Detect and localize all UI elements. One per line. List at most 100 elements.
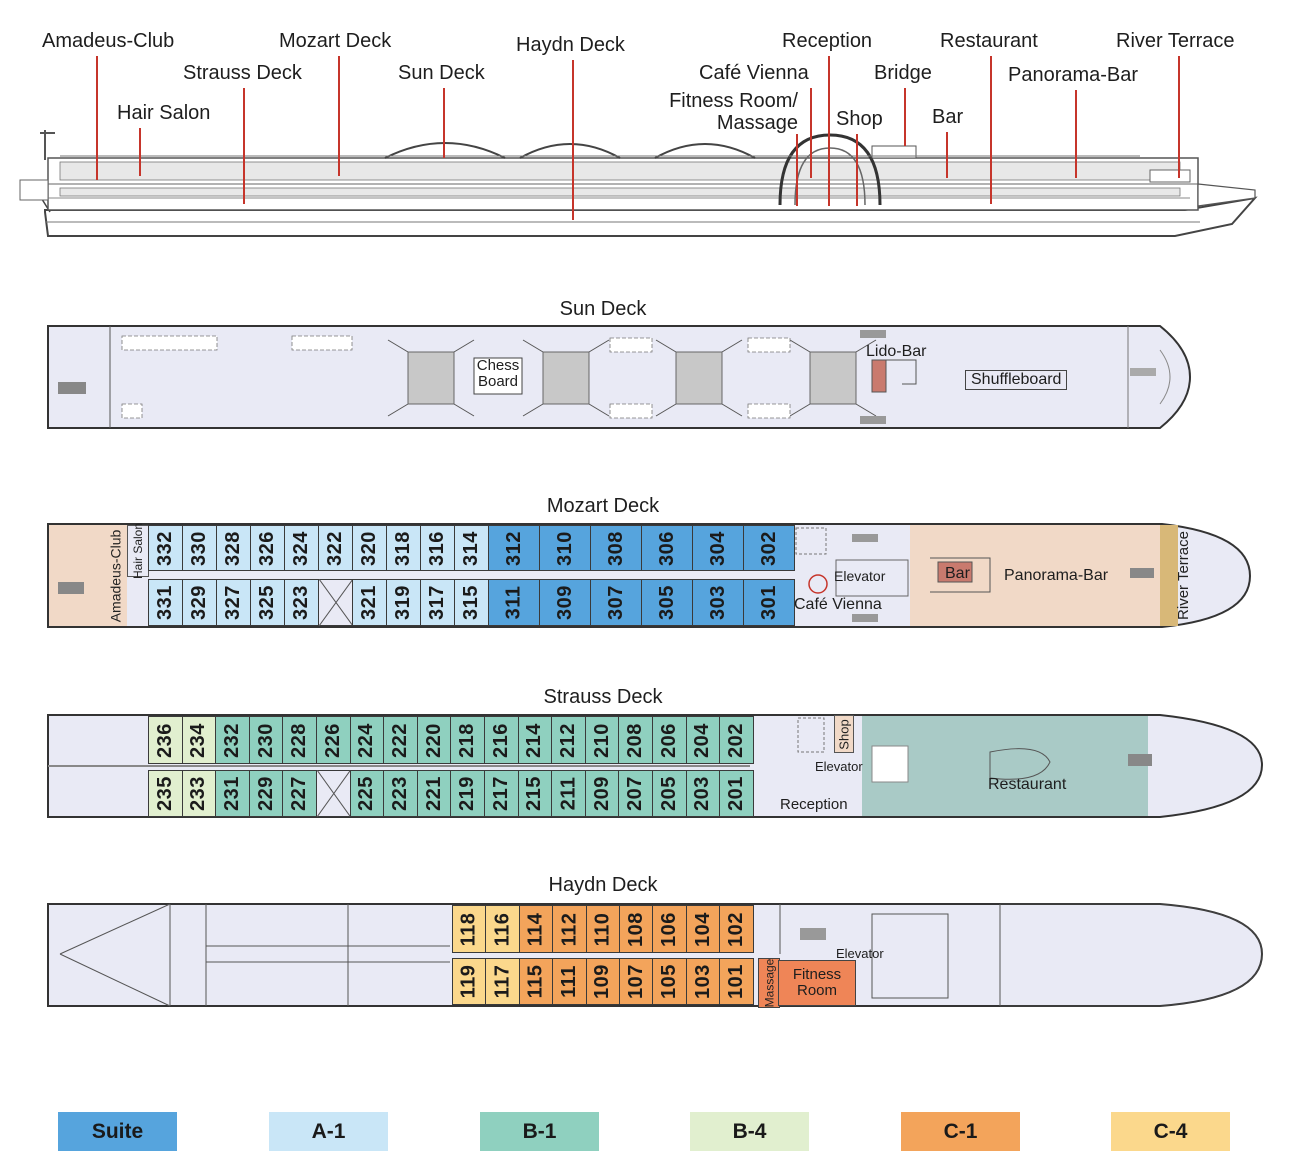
- cabin-322: 322: [318, 525, 353, 571]
- haydn-deck-massage: Massage: [758, 958, 780, 1008]
- cabin-number: 203: [691, 776, 714, 811]
- cabin-number: 329: [188, 585, 210, 620]
- haydn-deck-title: Haydn Deck: [548, 874, 658, 896]
- cabin-number: 315: [460, 585, 482, 620]
- cabin-110: 110: [585, 905, 620, 953]
- cabin-number: 205: [657, 776, 680, 811]
- cabin-232: 232: [215, 716, 250, 764]
- river-terrace-label: River Terrace: [1174, 531, 1192, 620]
- cabin-228: 228: [282, 716, 317, 764]
- cabin-number: 118: [457, 912, 480, 946]
- hair-salon-label: Hair Salon: [131, 522, 145, 580]
- cabin-number: 304: [706, 530, 729, 566]
- cabin-number: 216: [489, 722, 512, 758]
- cabin-112: 112: [552, 905, 587, 953]
- cabin-102: 102: [719, 905, 754, 953]
- cabin-number: 211: [556, 776, 579, 811]
- leader-sun-deck: [443, 88, 445, 158]
- cabin-number: 312: [502, 530, 525, 566]
- cabin-314: 314: [454, 525, 489, 571]
- cabin-201: 201: [719, 770, 754, 817]
- cabin-number: 202: [724, 722, 747, 758]
- cabin-223: 223: [383, 770, 418, 817]
- cabin-number: 103: [691, 964, 714, 999]
- cabin-number: 223: [388, 776, 411, 811]
- cabin-number: 308: [604, 530, 627, 566]
- cabin-number: 316: [426, 530, 448, 566]
- cabin-number: 204: [691, 722, 714, 758]
- leader-fitness: [796, 134, 798, 206]
- mozart-deck-cafe-vienna: Café Vienna: [794, 596, 882, 613]
- cabin-301: 301: [743, 579, 795, 626]
- cabin-number: 114: [524, 912, 547, 946]
- cabin-number: 319: [392, 585, 414, 620]
- stairwell: [316, 770, 351, 817]
- profile-label-bar: Bar: [932, 106, 964, 128]
- mozart-deck-panorama-bar: Panorama-Bar: [1004, 567, 1109, 584]
- sun-deck-lido-bar: Lido-Bar: [866, 343, 927, 360]
- cabin-221: 221: [416, 770, 452, 817]
- haydn-deck-fitness-room: Fitness Room: [778, 960, 856, 1006]
- legend-a1: A-1: [269, 1112, 388, 1151]
- strauss-deck-shop: Shop: [834, 715, 854, 753]
- cabin-319: 319: [386, 579, 421, 626]
- cabin-number: 234: [187, 722, 210, 758]
- cabin-number: 314: [460, 530, 482, 566]
- cabin-number: 229: [254, 776, 277, 811]
- cabin-305: 305: [641, 579, 693, 626]
- mozart-deck-elevator: Elevator: [834, 568, 886, 584]
- cabin-204: 204: [685, 716, 721, 764]
- cabin-230: 230: [248, 716, 284, 764]
- cabin-224: 224: [349, 716, 385, 764]
- cabin-number: 301: [757, 585, 780, 620]
- cabin-number: 326: [256, 530, 278, 566]
- cabin-number: 224: [355, 722, 378, 758]
- cabin-202: 202: [719, 716, 754, 764]
- cabin-220: 220: [416, 716, 452, 764]
- cabin-225: 225: [349, 770, 385, 817]
- profile-label-restaurant: Restaurant: [940, 30, 1038, 52]
- cabin-number: 227: [288, 776, 311, 811]
- cabin-118: 118: [452, 905, 487, 953]
- cabin-208: 208: [618, 716, 653, 764]
- legend-c1: C-1: [901, 1112, 1020, 1151]
- cabin-number: 233: [187, 776, 210, 811]
- leader-panorama-bar: [1075, 90, 1077, 178]
- cabin-103: 103: [685, 958, 721, 1005]
- cabin-212: 212: [551, 716, 586, 764]
- sun-deck-plan: Chess Board Lido-Bar Shuffleboard: [0, 320, 1312, 435]
- cabin-309: 309: [539, 579, 591, 626]
- leader-amadeus-club: [96, 56, 98, 180]
- strauss-deck-restaurant: Restaurant: [988, 776, 1067, 793]
- stairwell: [318, 579, 353, 626]
- cabin-number: 305: [655, 585, 678, 620]
- cabin-303: 303: [692, 579, 744, 626]
- cabin-329: 329: [182, 579, 217, 626]
- cabin-317: 317: [420, 579, 455, 626]
- cabin-229: 229: [248, 770, 284, 817]
- cabin-number: 107: [624, 964, 647, 999]
- leader-mozart-deck: [338, 56, 340, 176]
- cabin-117: 117: [485, 958, 520, 1005]
- cabin-115: 115: [518, 958, 554, 1005]
- cabin-114: 114: [518, 905, 554, 953]
- cabin-330: 330: [182, 525, 217, 571]
- cabin-number: 320: [358, 530, 380, 566]
- leader-shop: [856, 134, 858, 206]
- cabin-218: 218: [450, 716, 485, 764]
- cabin-number: 222: [388, 722, 411, 758]
- cabin-number: 119: [457, 964, 480, 999]
- cabin-number: 309: [553, 585, 576, 620]
- leader-river-terrace: [1178, 56, 1180, 178]
- cabin-number: 231: [220, 776, 243, 811]
- profile-label-bridge: Bridge: [874, 62, 932, 84]
- leader-restaurant: [990, 56, 992, 204]
- cabin-332: 332: [148, 525, 183, 571]
- cabin-number: 104: [691, 911, 714, 947]
- cabin-326: 326: [250, 525, 285, 571]
- cabin-206: 206: [652, 716, 687, 764]
- leader-strauss-deck: [243, 88, 245, 204]
